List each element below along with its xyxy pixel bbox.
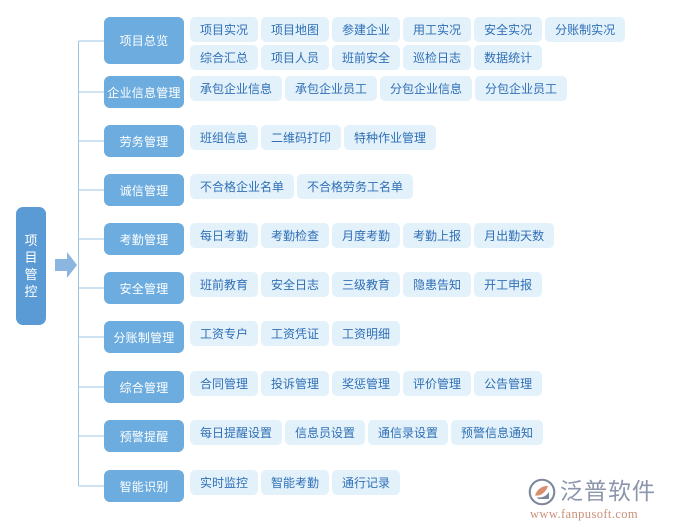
subitems-group-5: 班前教育 安全日志 三级教育 隐患告知 开工申报 xyxy=(190,272,543,297)
brand-logo: 泛普软件 www.fanpusoft.com xyxy=(528,478,668,522)
category-node-7[interactable]: 综合管理 xyxy=(104,371,184,403)
branch-row-0: 项目总览 项目实况 项目地图 参建企业 用工实况 安全实况 分账制实况 综合汇总… xyxy=(104,17,626,70)
subitem-line-1-0: 承包企业信息 承包企业员工 分包企业信息 分包企业员工 xyxy=(190,76,568,101)
subitem-6-0-2[interactable]: 工资明细 xyxy=(332,321,401,346)
subitem-0-0-4[interactable]: 安全实况 xyxy=(474,17,543,42)
subitem-3-0-0[interactable]: 不合格企业名单 xyxy=(190,174,295,199)
subitem-8-0-0[interactable]: 每日提醒设置 xyxy=(190,420,283,445)
subitem-line-3-0: 不合格企业名单 不合格劳务工名单 xyxy=(190,174,414,199)
subitem-7-0-2[interactable]: 奖惩管理 xyxy=(332,371,401,396)
subitem-5-0-4[interactable]: 开工申报 xyxy=(474,272,543,297)
root-node-project-control[interactable]: 项 目 管 控 xyxy=(16,207,46,325)
subitems-group-6: 工资专户 工资凭证 工资明细 xyxy=(190,321,401,346)
branch-row-4: 考勤管理 每日考勤 考勤检查 月度考勤 考勤上报 月出勤天数 xyxy=(104,223,555,255)
subitem-1-0-0[interactable]: 承包企业信息 xyxy=(190,76,283,101)
subitem-0-1-0[interactable]: 综合汇总 xyxy=(190,45,259,70)
subitems-group-1: 承包企业信息 承包企业员工 分包企业信息 分包企业员工 xyxy=(190,76,568,101)
subitem-0-0-0[interactable]: 项目实况 xyxy=(190,17,259,42)
subitems-group-4: 每日考勤 考勤检查 月度考勤 考勤上报 月出勤天数 xyxy=(190,223,555,248)
subitem-1-0-1[interactable]: 承包企业员工 xyxy=(285,76,378,101)
subitem-0-0-2[interactable]: 参建企业 xyxy=(332,17,401,42)
subitem-line-9-0: 实时监控 智能考勤 通行记录 xyxy=(190,470,401,495)
category-node-5[interactable]: 安全管理 xyxy=(104,272,184,304)
subitem-8-0-3[interactable]: 预警信息通知 xyxy=(451,420,544,445)
subitems-group-3: 不合格企业名单 不合格劳务工名单 xyxy=(190,174,414,199)
branch-row-7: 综合管理 合同管理 投诉管理 奖惩管理 评价管理 公告管理 xyxy=(104,371,543,403)
subitem-8-0-1[interactable]: 信息员设置 xyxy=(285,420,366,445)
subitem-7-0-4[interactable]: 公告管理 xyxy=(474,371,543,396)
subitem-0-1-3[interactable]: 巡检日志 xyxy=(403,45,472,70)
subitem-0-0-5[interactable]: 分账制实况 xyxy=(545,17,626,42)
subitems-group-8: 每日提醒设置 信息员设置 通信录设置 预警信息通知 xyxy=(190,420,544,445)
subitem-line-4-0: 每日考勤 考勤检查 月度考勤 考勤上报 月出勤天数 xyxy=(190,223,555,248)
branch-row-6: 分账制管理 工资专户 工资凭证 工资明细 xyxy=(104,321,401,353)
subitem-0-0-3[interactable]: 用工实况 xyxy=(403,17,472,42)
subitem-7-0-3[interactable]: 评价管理 xyxy=(403,371,472,396)
subitem-2-0-0[interactable]: 班组信息 xyxy=(190,125,259,150)
brand-name: 泛普软件 xyxy=(560,479,656,505)
subitem-9-0-2[interactable]: 通行记录 xyxy=(332,470,401,495)
subitems-group-0: 项目实况 项目地图 参建企业 用工实况 安全实况 分账制实况 综合汇总 项目人员… xyxy=(190,17,626,70)
subitem-0-0-1[interactable]: 项目地图 xyxy=(261,17,330,42)
subitem-line-6-0: 工资专户 工资凭证 工资明细 xyxy=(190,321,401,346)
root-char-0: 项 xyxy=(24,233,38,248)
subitem-line-7-0: 合同管理 投诉管理 奖惩管理 评价管理 公告管理 xyxy=(190,371,543,396)
fanpu-logo-icon xyxy=(528,478,556,506)
subitems-group-7: 合同管理 投诉管理 奖惩管理 评价管理 公告管理 xyxy=(190,371,543,396)
branch-row-9: 智能识别 实时监控 智能考勤 通行记录 xyxy=(104,470,401,502)
root-char-1: 目 xyxy=(24,250,38,265)
flow-arrow-icon xyxy=(55,252,77,278)
subitem-7-0-1[interactable]: 投诉管理 xyxy=(261,371,330,396)
subitem-6-0-1[interactable]: 工资凭证 xyxy=(261,321,330,346)
subitem-0-1-2[interactable]: 班前安全 xyxy=(332,45,401,70)
root-char-2: 管 xyxy=(24,267,38,282)
subitem-7-0-0[interactable]: 合同管理 xyxy=(190,371,259,396)
subitem-4-0-3[interactable]: 考勤上报 xyxy=(403,223,472,248)
subitem-1-0-3[interactable]: 分包企业员工 xyxy=(475,76,568,101)
subitem-5-0-1[interactable]: 安全日志 xyxy=(261,272,330,297)
branch-row-3: 诚信管理 不合格企业名单 不合格劳务工名单 xyxy=(104,174,414,206)
root-char-3: 控 xyxy=(24,284,38,299)
subitem-4-0-1[interactable]: 考勤检查 xyxy=(261,223,330,248)
subitem-8-0-2[interactable]: 通信录设置 xyxy=(368,420,449,445)
branch-row-1: 企业信息管理 承包企业信息 承包企业员工 分包企业信息 分包企业员工 xyxy=(104,76,568,108)
subitem-5-0-2[interactable]: 三级教育 xyxy=(332,272,401,297)
category-node-9[interactable]: 智能识别 xyxy=(104,470,184,502)
subitems-group-9: 实时监控 智能考勤 通行记录 xyxy=(190,470,401,495)
brand-url: www.fanpusoft.com xyxy=(530,507,639,521)
subitem-line-0-0: 项目实况 项目地图 参建企业 用工实况 安全实况 分账制实况 xyxy=(190,17,626,42)
subitem-line-0-1: 综合汇总 项目人员 班前安全 巡检日志 数据统计 xyxy=(190,45,625,70)
subitem-4-0-0[interactable]: 每日考勤 xyxy=(190,223,259,248)
subitems-group-2: 班组信息 二维码打印 特种作业管理 xyxy=(190,125,437,150)
subitem-9-0-0[interactable]: 实时监控 xyxy=(190,470,259,495)
branch-row-5: 安全管理 班前教育 安全日志 三级教育 隐患告知 开工申报 xyxy=(104,272,543,304)
category-node-8[interactable]: 预警提醒 xyxy=(104,420,184,452)
subitem-0-1-4[interactable]: 数据统计 xyxy=(474,45,543,70)
subitem-line-8-0: 每日提醒设置 信息员设置 通信录设置 预警信息通知 xyxy=(190,420,544,445)
subitem-1-0-2[interactable]: 分包企业信息 xyxy=(380,76,473,101)
category-node-0[interactable]: 项目总览 xyxy=(104,17,184,64)
subitem-2-0-2[interactable]: 特种作业管理 xyxy=(344,125,437,150)
subitem-5-0-0[interactable]: 班前教育 xyxy=(190,272,259,297)
subitem-6-0-0[interactable]: 工资专户 xyxy=(190,321,259,346)
category-node-3[interactable]: 诚信管理 xyxy=(104,174,184,206)
subitem-5-0-3[interactable]: 隐患告知 xyxy=(403,272,472,297)
subitem-4-0-2[interactable]: 月度考勤 xyxy=(332,223,401,248)
category-node-1[interactable]: 企业信息管理 xyxy=(104,76,184,108)
subitem-4-0-4[interactable]: 月出勤天数 xyxy=(474,223,555,248)
subitem-2-0-1[interactable]: 二维码打印 xyxy=(261,125,342,150)
category-node-6[interactable]: 分账制管理 xyxy=(104,321,184,353)
subitem-9-0-1[interactable]: 智能考勤 xyxy=(261,470,330,495)
subitem-line-2-0: 班组信息 二维码打印 特种作业管理 xyxy=(190,125,437,150)
subitem-3-0-1[interactable]: 不合格劳务工名单 xyxy=(297,174,414,199)
category-node-4[interactable]: 考勤管理 xyxy=(104,223,184,255)
branch-row-8: 预警提醒 每日提醒设置 信息员设置 通信录设置 预警信息通知 xyxy=(104,420,544,452)
category-node-2[interactable]: 劳务管理 xyxy=(104,125,184,157)
brand-logo-row: 泛普软件 xyxy=(528,478,656,506)
branch-row-2: 劳务管理 班组信息 二维码打印 特种作业管理 xyxy=(104,125,437,157)
subitem-0-1-1[interactable]: 项目人员 xyxy=(261,45,330,70)
subitem-line-5-0: 班前教育 安全日志 三级教育 隐患告知 开工申报 xyxy=(190,272,543,297)
